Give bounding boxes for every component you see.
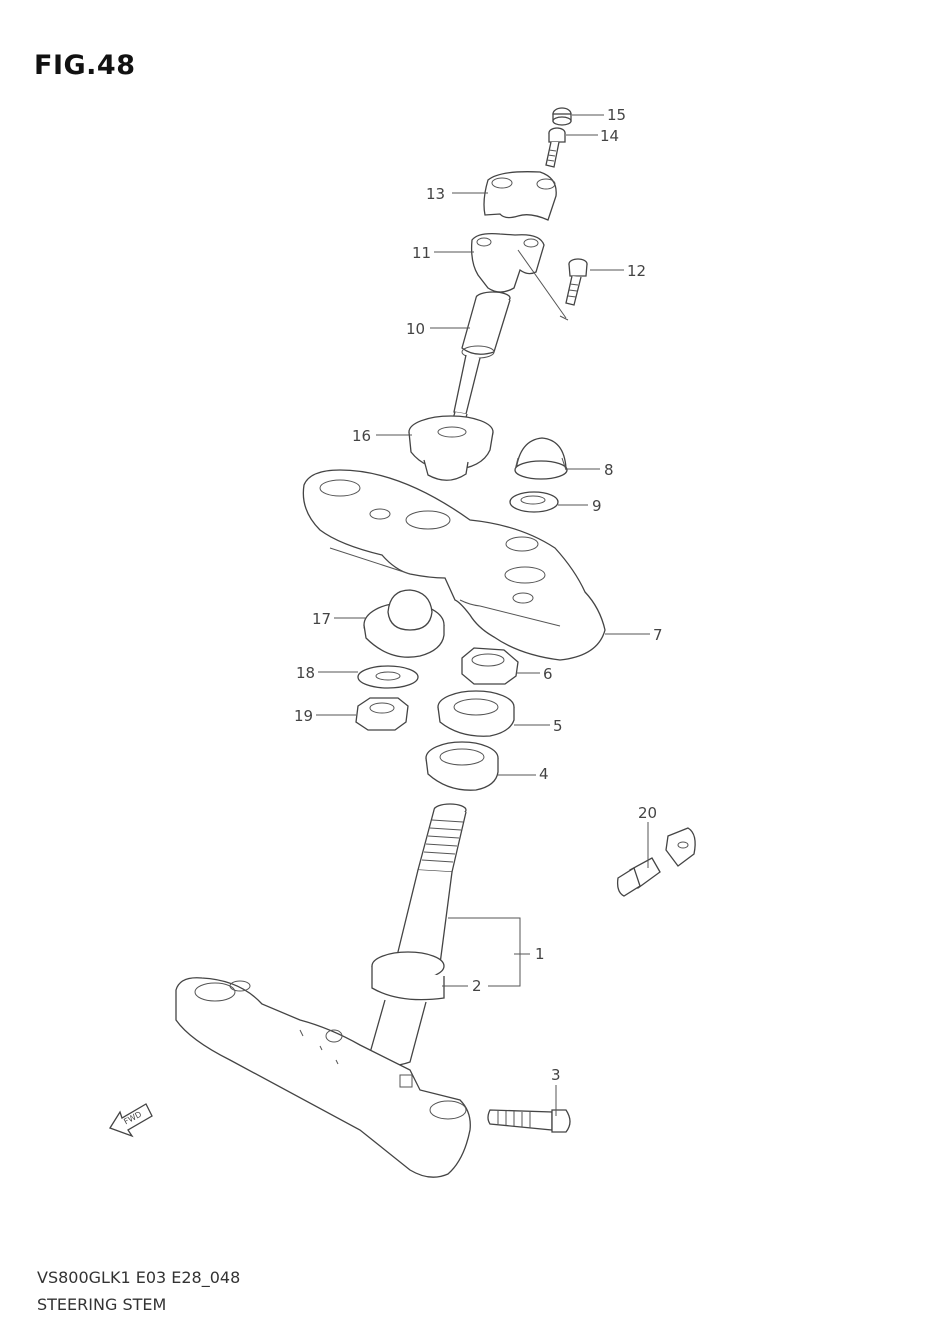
callout-9: 9 bbox=[592, 497, 602, 515]
part-11-handlebar-holder-lower[interactable] bbox=[470, 232, 569, 321]
part-9-washer[interactable] bbox=[509, 491, 559, 513]
callout-4: 4 bbox=[539, 765, 549, 783]
callout-11: 11 bbox=[412, 244, 431, 262]
part-5-dust-seal[interactable] bbox=[437, 690, 515, 737]
model-code: VS800GLK1 E03 E28_048 bbox=[37, 1268, 241, 1287]
callout-12: 12 bbox=[627, 262, 646, 280]
part-18-washer[interactable] bbox=[357, 665, 419, 689]
callout-5: 5 bbox=[553, 717, 563, 735]
part-12-bolt[interactable] bbox=[565, 258, 588, 306]
callout-numbers: 15 14 13 11 12 10 16 8 9 7 17 18 6 19 5 … bbox=[294, 106, 663, 1084]
figure-title: FIG.48 bbox=[34, 50, 136, 81]
part-19-nut[interactable] bbox=[355, 697, 409, 731]
part-4-bearing[interactable] bbox=[425, 741, 499, 791]
callout-17: 17 bbox=[312, 610, 331, 628]
part-7-upper-bracket[interactable] bbox=[302, 469, 606, 661]
part-14-bolt[interactable] bbox=[545, 127, 566, 168]
callout-14: 14 bbox=[600, 127, 619, 145]
callout-10: 10 bbox=[406, 320, 425, 338]
callout-18: 18 bbox=[296, 664, 315, 682]
part-6-steering-stem-nut[interactable] bbox=[461, 647, 519, 685]
callout-16: 16 bbox=[352, 427, 371, 445]
section-name: STEERING STEM bbox=[37, 1295, 167, 1314]
callout-7: 7 bbox=[653, 626, 663, 644]
callout-6: 6 bbox=[543, 665, 553, 683]
part-17-bearing[interactable] bbox=[363, 589, 445, 658]
part-16-damper[interactable] bbox=[408, 415, 494, 481]
part-15-cap[interactable] bbox=[552, 107, 572, 126]
leader-lines bbox=[316, 114, 650, 1116]
callout-20: 20 bbox=[638, 804, 657, 822]
callout-13: 13 bbox=[426, 185, 445, 203]
callout-2: 2 bbox=[472, 977, 482, 995]
part-1-steering-stem-lower-bracket[interactable] bbox=[175, 803, 471, 1178]
callout-19: 19 bbox=[294, 707, 313, 725]
callout-3: 3 bbox=[551, 1066, 561, 1084]
part-8-cap-nut[interactable] bbox=[514, 437, 568, 480]
callout-15: 15 bbox=[607, 106, 626, 124]
part-20-pin[interactable] bbox=[616, 827, 696, 897]
callout-8: 8 bbox=[604, 461, 614, 479]
part-10-handlebar-spacer[interactable] bbox=[448, 291, 511, 435]
part-13-handlebar-holder-upper[interactable] bbox=[483, 171, 557, 221]
fwd-arrow-icon: FWD bbox=[109, 1103, 153, 1138]
part-3-bolt[interactable] bbox=[487, 1109, 571, 1133]
callout-1: 1 bbox=[535, 945, 545, 963]
